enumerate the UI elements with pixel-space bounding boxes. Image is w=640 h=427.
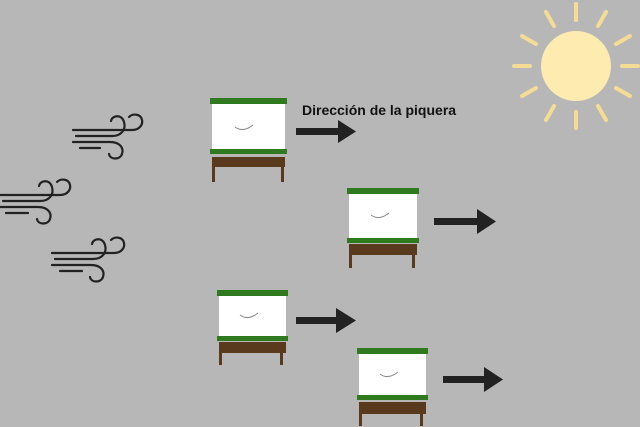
wind-icon <box>71 113 144 160</box>
arrow-right-icon <box>296 120 356 143</box>
beehive-icon <box>217 290 288 365</box>
sun-icon <box>512 2 640 130</box>
beehive-icon <box>210 98 287 182</box>
wind-icon <box>50 236 126 283</box>
wind-icon <box>0 178 72 225</box>
arrow-right-icon <box>434 209 496 234</box>
arrow-right-icon <box>443 367 503 392</box>
beehive-icon <box>347 188 419 268</box>
arrow-right-icon <box>296 308 356 333</box>
entrance-direction-label: Dirección de la piquera <box>302 102 457 118</box>
beehive-icon <box>357 348 428 426</box>
